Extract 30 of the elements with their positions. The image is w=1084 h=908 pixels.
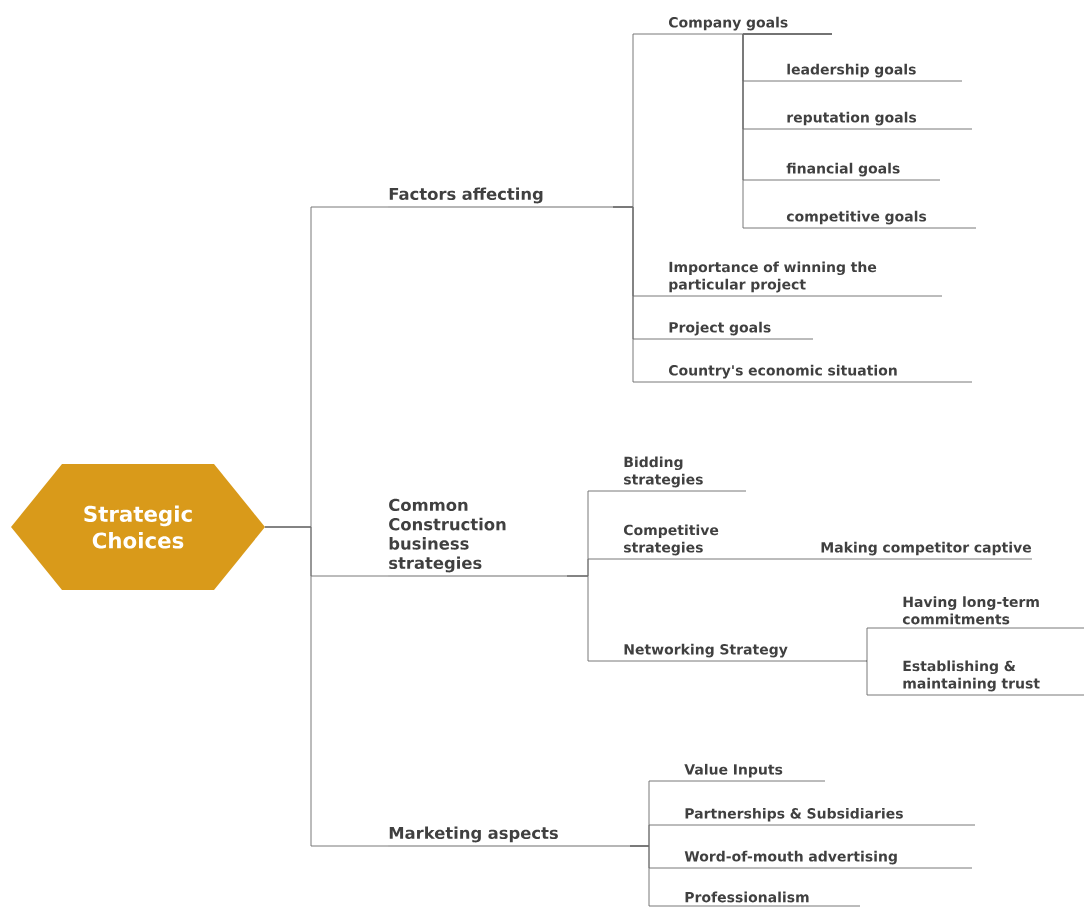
topic-label: Having long-term commitments — [901, 596, 1084, 629]
topic-label: Common Construction business strategies — [387, 498, 568, 577]
topic-label: Importance of winning the particular project — [667, 261, 943, 297]
topic-label: Establishing & maintaining trust — [901, 660, 1084, 696]
connector — [865, 660, 903, 696]
topic-label: financial goals — [785, 162, 941, 181]
topic-label: Project goals — [667, 321, 814, 340]
connector — [264, 526, 389, 847]
topic-label: Competitive strategies — [622, 524, 786, 560]
hexagon-topic: Strategic Choices — [11, 464, 265, 590]
connector — [629, 845, 685, 907]
topic-label: Partnerships & Subsidiaries — [683, 807, 976, 826]
connector — [612, 206, 669, 383]
topic-label: Professionalism — [683, 891, 861, 907]
connector — [566, 575, 624, 662]
connector — [784, 558, 821, 560]
connector — [865, 627, 903, 662]
topic-label: Country's economic situation — [667, 364, 973, 383]
topic-label: reputation goals — [785, 111, 973, 130]
topic-label: competitive goals — [785, 210, 977, 229]
topic-label: Marketing aspects — [387, 826, 631, 847]
topic-label: Company goals — [667, 16, 833, 35]
topic-label: Word-of-mouth advertising — [683, 850, 973, 869]
topic-label: Value Inputs — [683, 763, 826, 782]
topic-label: Networking Strategy — [622, 643, 867, 662]
topic-label: Factors affecting — [387, 187, 614, 208]
topic-label: Bidding strategies — [622, 456, 747, 492]
topic-label: Making competitor captive — [819, 541, 1033, 560]
topic-label: leadership goals — [785, 63, 963, 82]
connector — [742, 33, 833, 229]
